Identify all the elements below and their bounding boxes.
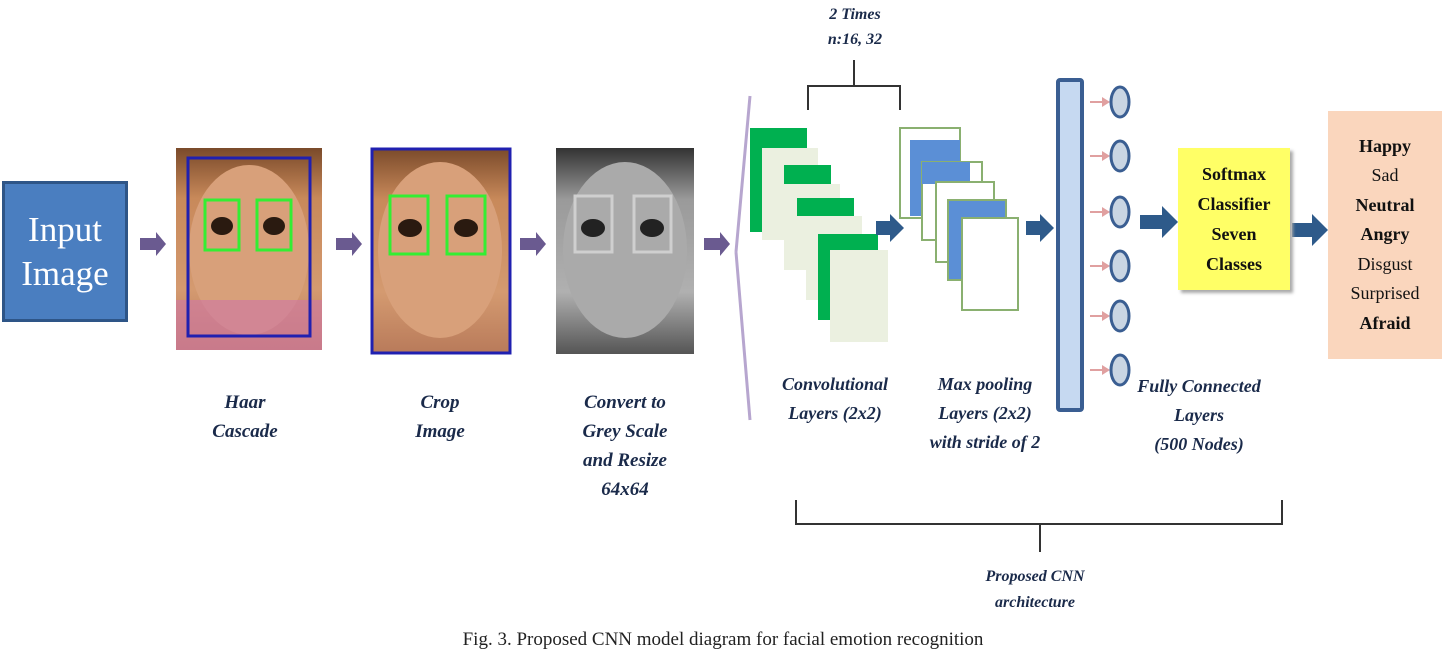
emotion-sad: Sad (1371, 165, 1399, 186)
separator-line (734, 95, 752, 253)
arrow-4 (704, 232, 730, 256)
arrow-3 (520, 232, 546, 256)
bottom-brace (795, 500, 1283, 552)
emotion-disgust: Disgust (1357, 253, 1413, 274)
fc-bar (1056, 78, 1084, 412)
arrow-fc-to-softmax (1140, 206, 1178, 238)
conv-layers (750, 128, 888, 342)
softmax-classifier-box: Softmax Classifier Seven Classes (1178, 148, 1290, 290)
grey-label: Convert to Grey Scale and Resize 64x64 (582, 392, 668, 500)
emotion-angry: Angry (1360, 224, 1410, 245)
emotion-afraid: Afraid (1359, 312, 1411, 333)
haar-cascade-image (176, 148, 322, 350)
node-2 (1090, 139, 1131, 173)
top-brace (807, 60, 901, 110)
fc-nodes (1090, 85, 1131, 387)
figure-caption: Fig. 3. Proposed CNN model diagram for f… (462, 629, 984, 650)
blue-arrows (876, 206, 1328, 246)
pool-label: Max pooling Layers (2x2) with stride of … (929, 374, 1041, 452)
arrow-softmax-to-classes (1292, 214, 1328, 246)
input-line-2: Image (21, 253, 109, 293)
node-1 (1090, 85, 1131, 119)
node-4 (1090, 249, 1131, 283)
arrow-2 (336, 232, 362, 256)
pool-layers (899, 127, 1019, 311)
node-5 (1090, 299, 1131, 333)
input-image-box: Input Image (2, 181, 128, 322)
fc-label: Fully Connected Layers (500 Nodes) (1137, 376, 1261, 454)
crop-image (370, 147, 512, 355)
node-6 (1090, 353, 1131, 387)
node-3 (1090, 195, 1131, 229)
input-line-1: Input (28, 209, 102, 249)
arrow-pool-to-fc (1026, 214, 1054, 242)
arrow-1 (140, 232, 166, 256)
grey-scale-image (556, 148, 694, 354)
conv-label: Convolutional Layers (2x2) (781, 374, 889, 423)
emotion-happy: Happy (1358, 135, 1412, 156)
emotion-classes-box: Happy Sad Neutral Angry Disgust Surprise… (1328, 111, 1442, 359)
bottom-note: Proposed CNN architecture (985, 568, 1085, 611)
top-note: 2 Times n:16, 32 (827, 6, 883, 48)
emotion-surprised: Surprised (1350, 283, 1420, 304)
arrow-conv-to-pool (876, 214, 904, 242)
crop-label: Crop Image (415, 392, 465, 442)
emotion-neutral: Neutral (1355, 194, 1415, 215)
haar-label: Haar Cascade (212, 392, 278, 442)
purple-arrows (140, 232, 730, 256)
